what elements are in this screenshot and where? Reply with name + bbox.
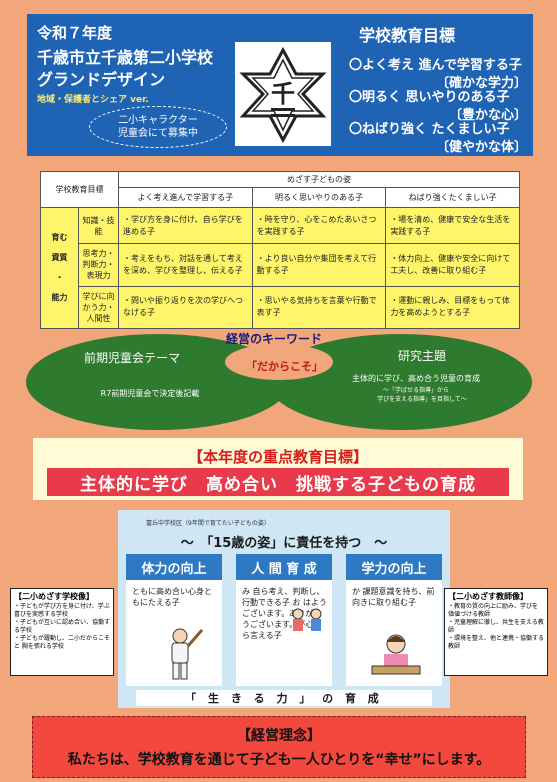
col-physical: 体力の向上 ともに高め合い心身ともにたえる子: [126, 554, 222, 686]
table-cell: ・学び方を身に付け、自ら学びを進める子: [118, 206, 253, 245]
list-item: ・児童理解に徹し、共生を支える教師: [448, 619, 544, 634]
goal-line-2: 〇明るく 思いやりのある子: [349, 90, 510, 105]
table-cell: ・考えをもち、対話を通して考えを深め、学びを整理し、伝える子: [118, 243, 253, 287]
oval-line-2: 児童会にて募集中: [118, 128, 198, 139]
left-ellipse-title: 前期児童会テーマ: [84, 350, 180, 365]
header-banner: 令和７年度 千歳市立千歳第二小学校 グランドデザイン 地域・保護者とシェア ve…: [27, 14, 533, 156]
row-label-2: 思考力・判断力・表現力: [78, 243, 119, 287]
list-item: ・子どもが学び方を身に付け、学ぶ喜びを実感する学校: [14, 603, 110, 618]
focus-goal-main: 主体的に学び 高め合い 挑戦する子どもの育成: [47, 468, 509, 496]
school-emblem-icon: 千: [235, 42, 331, 146]
share-version-label: 地域・保護者とシェア ver.: [37, 95, 149, 105]
col-academic-title: 学力の向上: [346, 554, 442, 580]
table-cell: ・思いやる気持ちを言葉や行動で表す子: [251, 285, 387, 330]
oval-line-1: 二小キャラクター: [118, 115, 198, 126]
col-human-title: 人 間 育 成: [236, 554, 332, 580]
grand-design-title: グランドデザイン: [37, 70, 166, 89]
col-physical-title: 体力の向上: [126, 554, 222, 580]
right-ellipse: [268, 334, 532, 430]
goal-line-1: 〇よく考え 進んで学習する子: [349, 58, 522, 73]
col-header-3: ねばり強くたくましい子: [385, 187, 520, 208]
school-image-box: 【二小めざす学校像】 ・子どもが学び方を身に付け、学ぶ喜びを実感する学校 ・子ど…: [10, 588, 114, 676]
philosophy-text: 私たちは、学校教育を通じて子ども一人ひとりを“幸せ”にします。: [67, 752, 491, 768]
fifteen-year-panel: 富丘中学校区（9年間で育てたい子どもの姿） ～ 「15歳の姿」に責任を持つ ～ …: [118, 510, 450, 708]
goal-tag-1: 〔確かな学力〕: [435, 76, 527, 91]
table-cell: ・体力向上、健康や安全に向けて工夫し、改善に取り組む子: [385, 243, 520, 287]
children-icon: [292, 608, 322, 631]
studying-child-icon: [371, 634, 421, 675]
goal-tag-2: 〔豊かな心〕: [448, 108, 527, 123]
teacher-image-title: 【二小めざす教師像】: [448, 592, 528, 601]
school-goals-title: 学校教育目標: [359, 26, 456, 45]
row-label-1: 知識・技能: [78, 206, 119, 245]
col-header-1: よく考え進んで学習する子: [118, 187, 253, 208]
left-ellipse: [26, 334, 290, 430]
right-ellipse-sub2: 学びを支える指導」を目指して～: [377, 395, 467, 403]
table-cell: ・場を清め、健康で安全な生活を実践する子: [385, 206, 520, 245]
focus-goal-title: 【本年度の重点教育目標】: [187, 448, 368, 466]
year-label: 令和７年度: [37, 24, 113, 42]
emblem-char: 千: [271, 79, 295, 108]
character-recruit-oval: 二小キャラクター 児童会にて募集中: [89, 106, 227, 148]
panel-head: ～ 「15歳の姿」に責任を持つ ～: [180, 536, 388, 551]
keyword-dare: 「だからこそ」: [246, 360, 323, 373]
keyword-title: 経営のキーワード: [226, 332, 323, 346]
col-physical-text: ともに高め合い心身ともにたえる子: [132, 587, 212, 607]
col-header-2: 明るく思いやりのある子: [251, 187, 387, 208]
col-academic-text: か 課題意識を持ち、前向きに取り組む子: [352, 587, 435, 607]
goals-table: 学校教育目標 めざす子どもの姿 よく考え進んで学習する子 明るく思いやりのある子…: [40, 171, 520, 330]
goal-tag-3: 〔健やかな体〕: [435, 140, 527, 155]
col-human-text: み 自ら考え、判断し、行動できる子 お はようございます。ありがとうございます。…: [242, 587, 327, 640]
table-cell: ・問いや振り返りを次の学びへつなげる子: [118, 285, 253, 330]
goal-line-3: 〇ねばり強く たくましい子: [349, 122, 510, 137]
teacher-image-box: 【二小めざす教師像】 ・教育の質の向上に励み、学びを 価値づける教師 ・児童理解…: [444, 588, 548, 676]
col-human: 人 間 育 成 み 自ら考え、判断し、行動できる子 お はようございます。ありが…: [236, 554, 332, 686]
right-ellipse-main: 主体的に学び、高め合う児童の育成: [352, 373, 480, 383]
panel-foot: 「 生 き る 力 」 の 育 成: [136, 690, 432, 706]
focus-goal-box: 【本年度の重点教育目標】 主体的に学び 高め合い 挑戦する子どもの育成: [33, 438, 523, 500]
list-item: ・教育の質の向上に励み、学びを 価値づける教師: [448, 603, 539, 618]
school-name: 千歳市立千歳第二小学校: [37, 48, 214, 67]
management-philosophy-box: 【経営理念】 私たちは、学校教育を通じて子ども一人ひとりを“幸せ”にします。: [32, 716, 526, 778]
philosophy-title: 【経営理念】: [237, 728, 321, 744]
ability-label: 育む 資質 ・ 能力: [40, 207, 79, 329]
school-image-title: 【二小めざす学校像】: [14, 592, 94, 601]
table-cell: ・運動に親しみ、目標をもって体力を高めようとする子: [385, 285, 520, 330]
left-ellipse-note: R7前期児童会で決定後記載: [101, 388, 200, 398]
panel-source: 富丘中学校区（9年間で育てたい子どもの姿）: [146, 520, 270, 527]
list-item: ・環境を整え、他と連携・協働する教師: [448, 635, 545, 650]
group-header: めざす子どもの姿: [118, 171, 520, 188]
list-item: ・子どもが躍動し、二小だからこそと 胸を張れる学校: [14, 635, 111, 650]
right-ellipse-sub1: ～「学ばせる指導」から: [383, 386, 449, 394]
table-cell: ・時を守り、心をこめたあいさつを実践する子: [251, 206, 387, 245]
row-label-3: 学びに向かう力・人間性: [78, 285, 119, 330]
center-gap-ellipse: [225, 344, 333, 380]
col-academic: 学力の向上 か 課題意識を持ち、前向きに取り組む子: [346, 554, 442, 686]
right-ellipse-title: 研究主題: [398, 348, 446, 363]
baseball-player-icon: [171, 628, 204, 680]
list-item: ・子どもが互いに認め合い、協働する学校: [14, 619, 111, 634]
